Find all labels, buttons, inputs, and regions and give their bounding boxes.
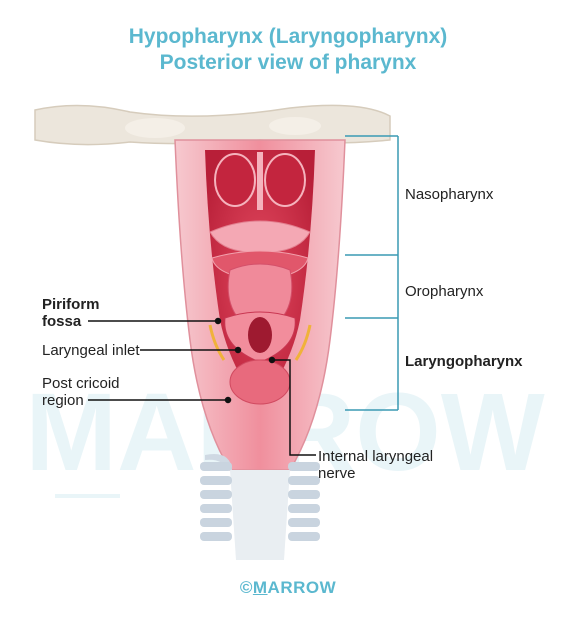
leader-lines: [88, 317, 316, 456]
left-choana: [214, 153, 256, 207]
title-line-2: Posterior view of pharynx: [159, 51, 417, 74]
skull-base-highlight: [269, 117, 321, 135]
epiglottis: [227, 263, 293, 319]
left-piriform-fossa: [208, 324, 226, 361]
footer-brand: ©MARROW: [0, 578, 576, 598]
brand-underlined-letter: M: [252, 578, 268, 597]
label-piriform-fossa-line2: fossa: [42, 313, 82, 330]
esophagus: [230, 470, 290, 560]
label-internal-laryngeal-nerve-line2: nerve: [318, 465, 356, 482]
copyright-symbol: ©: [239, 578, 253, 597]
post-cricoid-region: [229, 359, 291, 405]
label-internal-laryngeal-nerve-line1: Internal laryngeal: [318, 448, 434, 465]
laryngeal-inlet-opening: [248, 317, 272, 353]
right-piriform-fossa: [294, 324, 312, 361]
label-piriform-fossa-line1: Piriform: [42, 296, 100, 313]
label-laryngeal-inlet: Laryngeal inlet: [42, 342, 140, 359]
soft-palate: [209, 220, 311, 269]
watermark-accent: [55, 494, 120, 498]
label-nasopharynx: Nasopharynx: [405, 186, 494, 203]
region-bracket: [345, 135, 399, 411]
label-post-cricoid-line2: region: [42, 392, 84, 409]
nasal-septum: [257, 152, 263, 210]
skull-base-highlight: [125, 118, 185, 138]
label-post-cricoid-line1: Post cricoid: [42, 375, 120, 392]
title-line-1: Hypopharynx (Laryngopharynx): [128, 25, 448, 48]
label-laryngopharynx: Laryngopharynx: [405, 353, 523, 370]
trachea-rings: [200, 454, 320, 541]
right-choana: [264, 153, 306, 207]
label-oropharynx: Oropharynx: [405, 283, 484, 300]
skull-base: [34, 104, 391, 146]
brand-suffix: ARROW: [267, 578, 337, 597]
